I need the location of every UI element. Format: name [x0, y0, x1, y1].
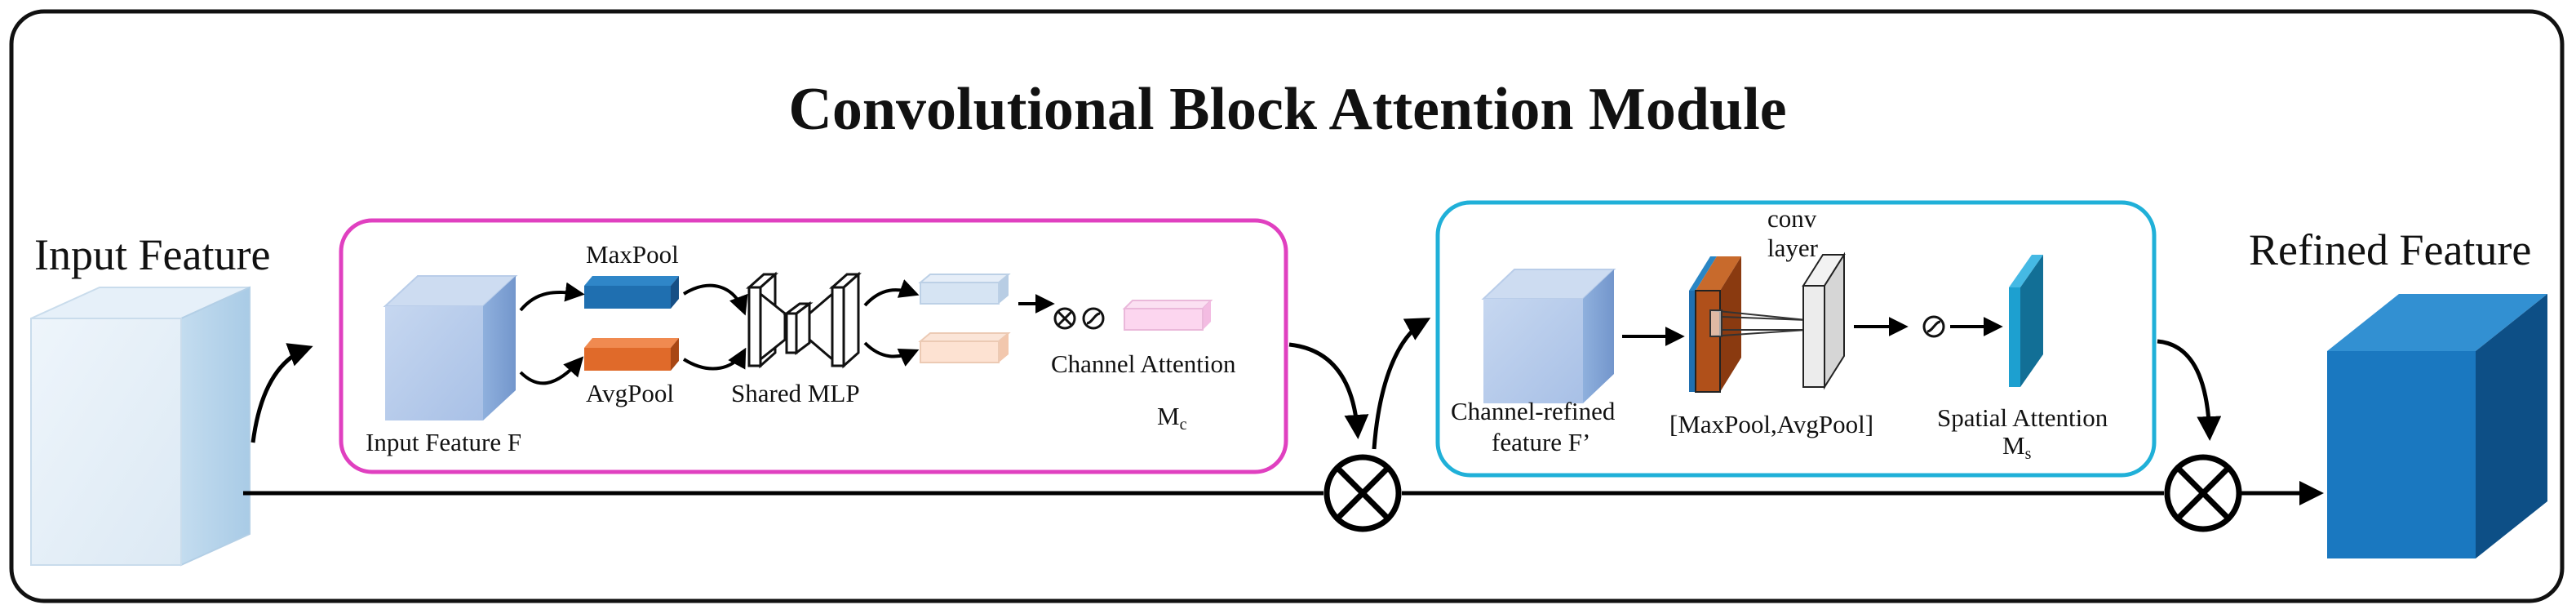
multiply-op-1-icon	[1323, 454, 1402, 532]
sum-op-icon	[1053, 307, 1076, 330]
conv-label-1: conv	[1767, 204, 1817, 233]
maxpool-avgpool-label: [MaxPool,AvgPool]	[1669, 410, 1873, 438]
ms-label: Ms	[2002, 431, 2032, 463]
refined-feature-label: Refined Feature	[2249, 225, 2531, 274]
shared-mlp-block	[746, 271, 862, 369]
input-feature-f-cube	[383, 275, 518, 420]
shared-mlp-label: Shared MLP	[731, 379, 860, 407]
channel-refined-label-2: feature F’	[1492, 428, 1590, 456]
mlp-max-output-bar	[918, 274, 1011, 305]
spatial-attention-label: Spatial Attention	[1937, 403, 2108, 432]
spatial-attention-map	[2009, 255, 2043, 387]
input-feature-f-label: Input Feature F	[366, 428, 521, 456]
spatial-attention-box	[1435, 200, 2157, 478]
maxpool-bar	[584, 276, 679, 309]
input-feature-label: Input Feature	[34, 230, 270, 279]
channel-attention-map	[1122, 300, 1213, 331]
mc-label: Mc	[1157, 402, 1187, 434]
arrow-to-avgpool	[519, 356, 584, 385]
sigmoid-op-icon	[1082, 307, 1105, 330]
outer-frame	[9, 9, 2565, 603]
avgpool-bar	[584, 338, 679, 371]
conv-layer-output	[1802, 251, 1846, 390]
spatial-sigmoid-op-icon	[1922, 315, 1945, 338]
mlp-avg-output-bar	[918, 332, 1011, 363]
channel-refined-feature-cube	[1481, 269, 1616, 403]
arrow-channel-to-multiply	[1288, 342, 1369, 439]
arrow-mlp-to-max-out	[863, 279, 920, 307]
diagram-title: Convolutional Block Attention Module	[788, 76, 1786, 143]
refined-feature-cube	[2327, 294, 2547, 558]
conv-projection-lines	[1709, 309, 1807, 337]
arrow-into-spatial-module	[1372, 318, 1431, 450]
arrow-avgpool-to-mlp	[682, 347, 747, 371]
pooled-feature-maps	[1689, 256, 1741, 393]
arrow-spatial-to-multiply	[2157, 339, 2222, 441]
avgpool-label: AvgPool	[586, 379, 674, 407]
input-feature-cube	[30, 286, 251, 567]
arrow-to-maxpool	[519, 282, 585, 312]
conv-label-2: layer	[1767, 234, 1819, 262]
channel-refined-label-1: Channel-refined	[1451, 397, 1616, 425]
arrow-into-channel-module	[251, 343, 313, 443]
channel-attention-label: Channel Attention	[1051, 349, 1236, 378]
arrow-maxpool-to-mlp	[682, 283, 748, 316]
multiply-op-2-icon	[2164, 454, 2242, 532]
channel-attention-box	[339, 218, 1288, 474]
arrow-mlp-to-avg-out	[863, 341, 920, 367]
maxpool-label: MaxPool	[586, 240, 679, 269]
